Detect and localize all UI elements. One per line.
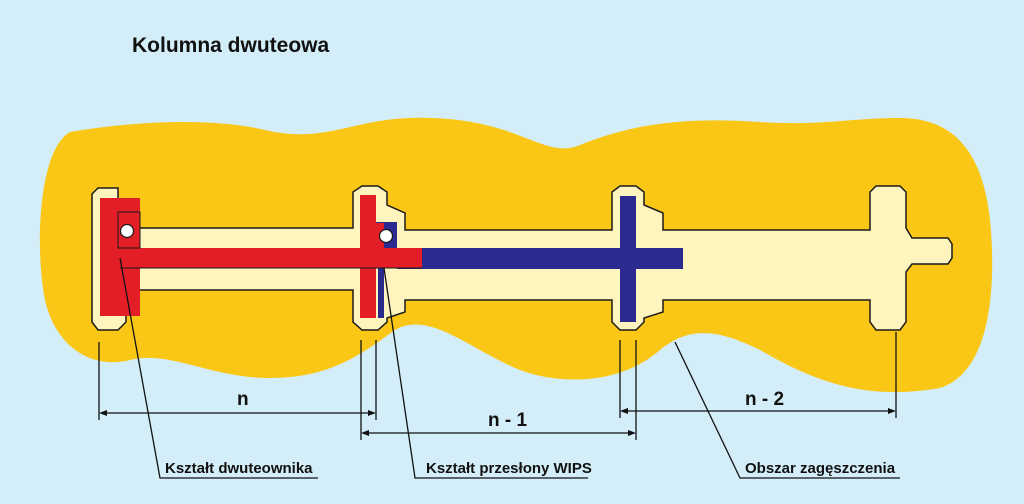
caption-ibeam-shape: Kształt dwuteownika xyxy=(165,460,313,477)
leader-lines xyxy=(119,257,900,479)
page-title: Kolumna dwuteowa xyxy=(132,34,329,57)
hole-middle xyxy=(378,228,394,244)
dimension-label-n-minus-2: n - 2 xyxy=(745,389,784,410)
dimension-label-n: n xyxy=(237,389,249,410)
extension-lines xyxy=(98,332,897,440)
caption-compaction-area: Obszar zagęszczenia xyxy=(745,460,896,477)
hole-left xyxy=(119,223,135,239)
caption-wips-shape: Kształt przesłony WIPS xyxy=(426,460,592,477)
dimension-label-n-minus-1: n - 1 xyxy=(488,410,527,431)
wips-shape xyxy=(372,196,683,322)
